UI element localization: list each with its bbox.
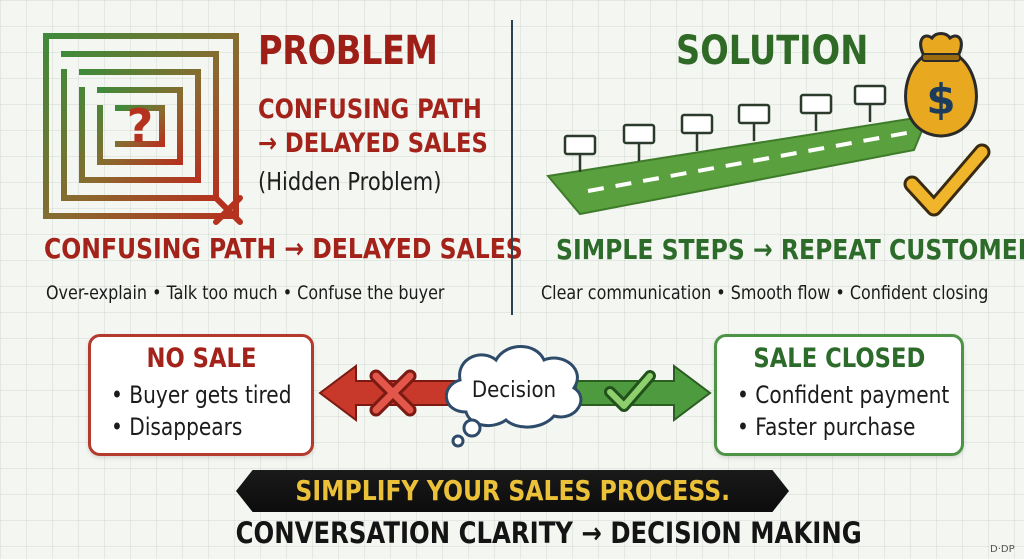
credit-mark: D·DP	[990, 544, 1015, 555]
check-icon	[903, 143, 991, 217]
no-sale-item: • Disappears	[111, 413, 243, 441]
banner-text: SIMPLIFY YOUR SALES PROCESS.	[295, 474, 730, 507]
close-icon	[369, 369, 417, 417]
maze-question-mark: ?	[127, 99, 154, 153]
sale-closed-item: • Faster purchase	[737, 413, 916, 441]
no-sale-title: NO SALE	[145, 343, 256, 374]
thought-cloud-icon: Decision	[444, 345, 583, 448]
banner-ribbon	[236, 470, 789, 512]
problem-points: Over-explain • Talk too much • Confuse t…	[46, 282, 445, 304]
check-icon	[604, 370, 656, 412]
sale-closed-item: • Confident payment	[737, 381, 950, 409]
problem-title: PROBLEM	[258, 28, 438, 74]
solution-headline: SIMPLE STEPS → REPEAT CUSTOMER	[556, 233, 1024, 266]
maze-illustration: ?	[43, 33, 239, 219]
problem-subtitle-line2: → DELAYED SALES	[258, 128, 488, 159]
problem-headline: CONFUSING PATH → DELAYED SALES	[44, 232, 523, 265]
decision-label: Decision	[472, 377, 556, 402]
problem-hidden-note: (Hidden Problem)	[258, 167, 442, 196]
sale-closed-box: SALE CLOSED • Confident payment • Faster…	[714, 334, 964, 456]
close-icon	[213, 195, 243, 225]
solution-title: SOLUTION	[676, 28, 869, 74]
road-illustration	[546, 84, 930, 216]
solution-points: Clear communication • Smooth flow • Conf…	[541, 282, 989, 304]
money-bag-icon: $	[904, 32, 978, 138]
sale-closed-title: SALE CLOSED	[753, 343, 925, 374]
no-sale-box: NO SALE • Buyer gets tired • Disappears	[88, 334, 314, 456]
problem-subtitle-line1: CONFUSING PATH	[258, 94, 482, 125]
dollar-symbol: $	[926, 75, 955, 124]
footer-tagline: CONVERSATION CLARITY → DECISION MAKING	[235, 516, 862, 550]
section-divider	[511, 20, 513, 315]
no-sale-item: • Buyer gets tired	[111, 381, 292, 409]
